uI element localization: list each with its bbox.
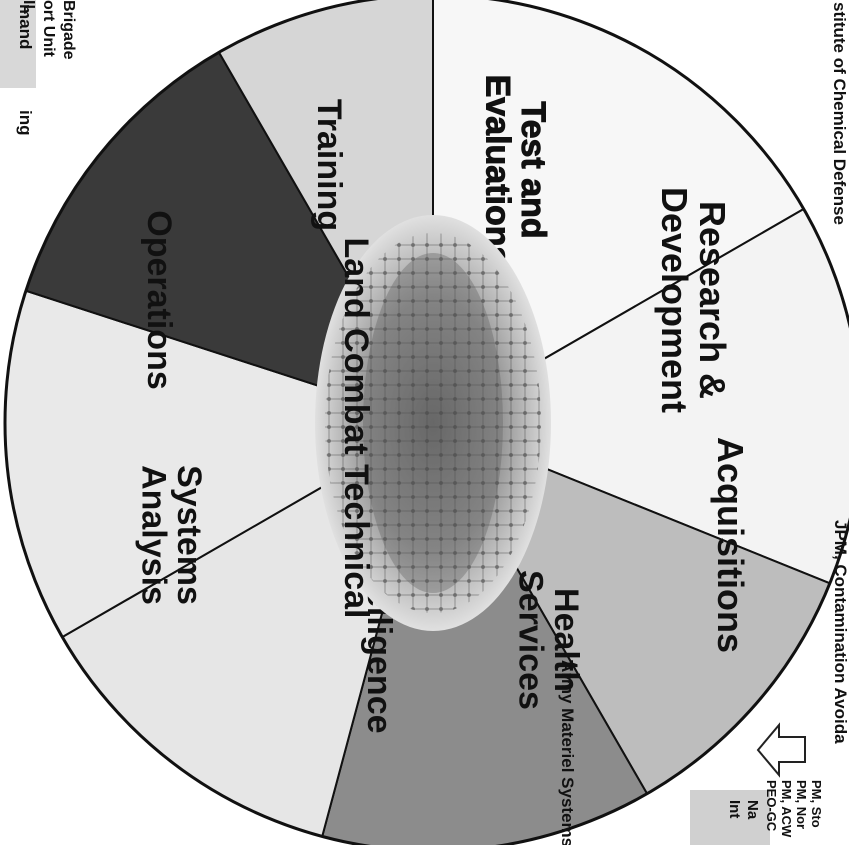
segment-label-line: Research & xyxy=(692,201,733,399)
top-left-edge-label: mand xyxy=(16,4,35,49)
segment-label-acquisitions: Acquisitions xyxy=(710,437,751,653)
left-block-line-2: ort Unit xyxy=(40,0,57,58)
segment-label-training: Training xyxy=(310,99,348,231)
arrow-down-icon xyxy=(756,722,806,778)
segment-label-line: Health xyxy=(547,588,585,692)
segment-label-health-services: HealthServices xyxy=(511,570,585,710)
bottom-edge-label: Army Materiel Systems xyxy=(558,660,577,845)
segment-label-operations: Operations xyxy=(140,210,178,389)
segment-label-line: Training xyxy=(310,99,348,231)
segment-label-line: Services xyxy=(511,570,549,710)
left-top-edge-label: ing xyxy=(16,110,35,136)
right-list-item-3: PM, ACW xyxy=(779,780,794,838)
segment-label-line: Evaluations xyxy=(478,75,516,266)
segment-label-line: Systems xyxy=(170,465,208,605)
wheel-outline xyxy=(3,0,849,845)
segment-label-line: Acquisitions xyxy=(710,437,751,653)
bottom-right-box-line-2: Int xyxy=(726,800,743,818)
top-edge-label: stitute of Chemical Defense xyxy=(830,2,849,225)
segment-label-line: Operations xyxy=(140,210,178,389)
segment-label-research-and-development: Research &Development xyxy=(654,187,733,413)
right-list-item-4: PEO-GC xyxy=(764,780,779,832)
center-image xyxy=(315,215,551,631)
segment-label-line: Development xyxy=(654,187,695,413)
top-left-label-box xyxy=(0,0,36,88)
segment-label-line: Test and xyxy=(514,101,552,238)
segment-label-test-and-evaluations: Test andEvaluations xyxy=(478,75,552,266)
left-block-line-3: IL xyxy=(20,0,37,14)
segment-label-systems-analysis: SystemsAnalysis xyxy=(134,465,208,605)
left-block-line-1: Brigade xyxy=(60,0,77,60)
right-list-item-2: PM, Nor xyxy=(794,780,809,829)
center-title: Land Combat Technical xyxy=(337,238,375,619)
left-label-box xyxy=(690,790,770,845)
right-list-item-1: PM, Sto xyxy=(809,780,824,828)
bottom-right-box-line-1: Na xyxy=(744,800,761,820)
right-title-label: JPM, Contamination Avoida xyxy=(831,520,849,744)
segment-label-line: Analysis xyxy=(134,465,172,605)
